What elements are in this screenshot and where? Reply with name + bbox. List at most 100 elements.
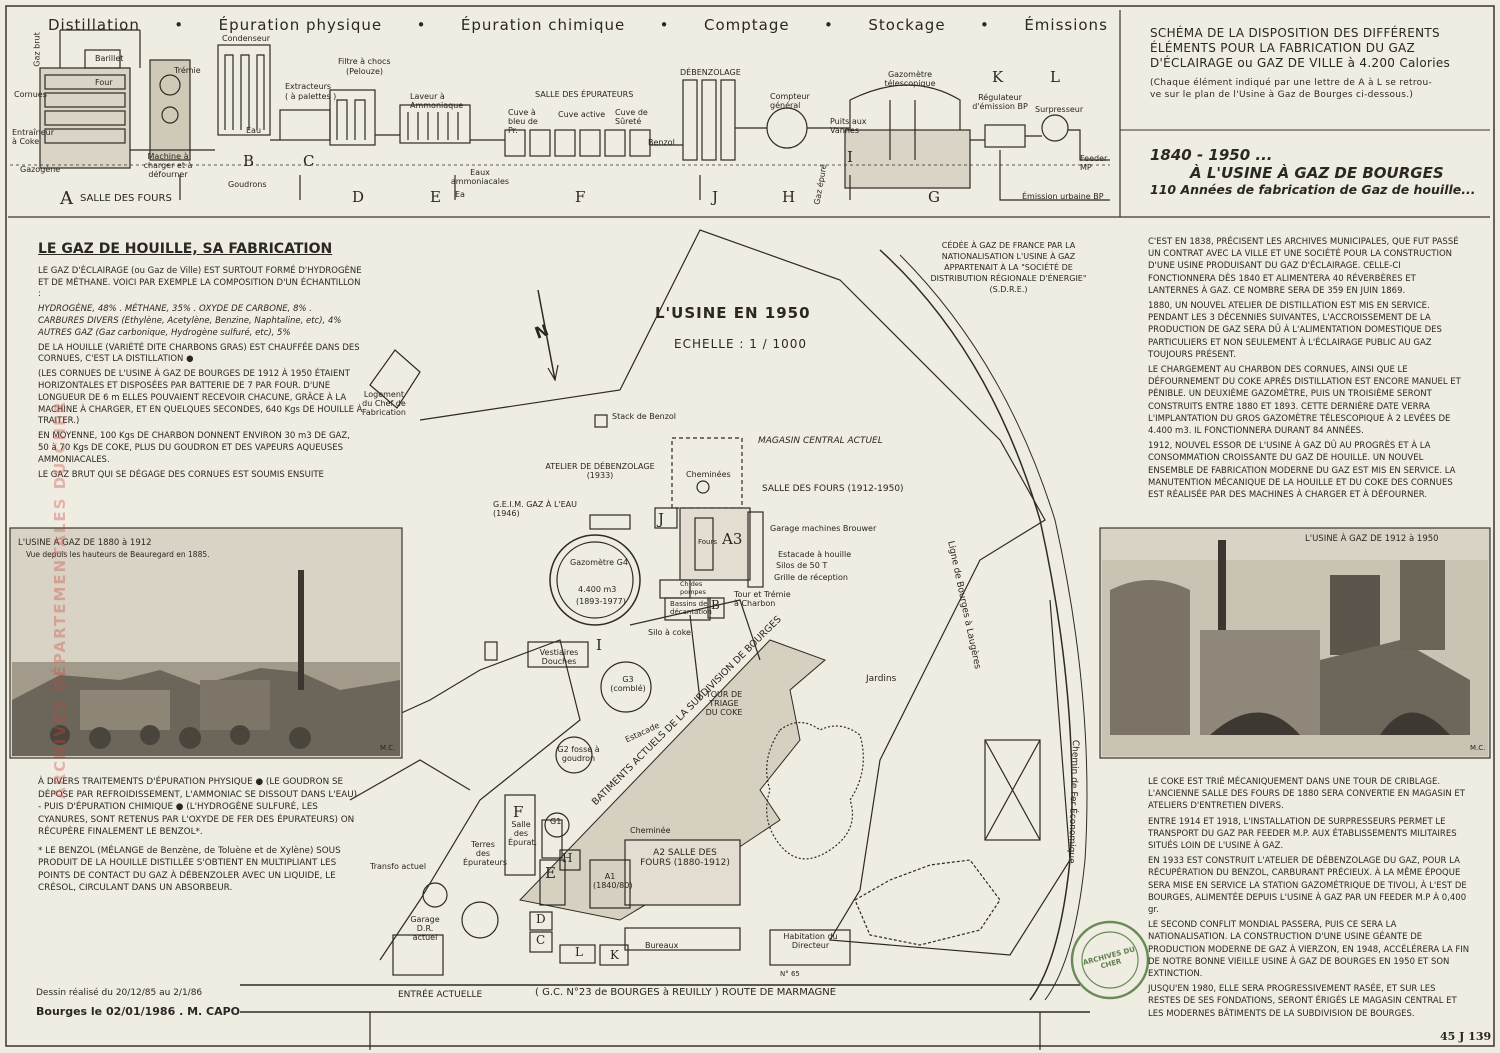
letter-j: J xyxy=(712,188,719,206)
left-image-caption: L'USINE À GAZ DE 1880 à 1912 Vue depuis … xyxy=(18,537,398,561)
left-bottom-paragraph: À DIVERS TRAITEMENTS D'ÉPURATION PHYSIQU… xyxy=(38,777,358,837)
label-cuve-bleu: Cuve à bleu de Pr. xyxy=(508,108,538,135)
site-plan xyxy=(240,229,1090,1050)
right-bottom-paragraph: ENTRE 1914 ET 1918, L'INSTALLATION DE SU… xyxy=(1148,816,1457,852)
letter-d: D xyxy=(352,188,365,206)
label-g2: G2 fosse à goudron xyxy=(557,745,600,763)
step-epuration-chimique: Épuration chimique xyxy=(460,16,626,34)
label-extracteurs: Extracteurs xyxy=(285,82,332,91)
label-cheminees: Cheminées xyxy=(686,470,731,479)
letter-e: E xyxy=(430,188,441,206)
label-garage-dr: Garage D.R. actuel xyxy=(410,915,440,942)
label-tour-triage: TOUR DE TRIAGE DU COKE xyxy=(705,690,743,717)
label-cornues: Cornues xyxy=(14,90,47,99)
letter-f: F xyxy=(575,188,586,206)
letter-k: K xyxy=(992,68,1004,86)
label-road: ( G.C. N°23 de BOURGES à REUILLY ) ROUTE… xyxy=(535,987,837,998)
label-eau: Eau xyxy=(246,126,262,135)
left-paragraph: EN MOYENNE, 100 Kgs DE CHARBON DONNENT E… xyxy=(38,431,350,465)
label-a-palettes: ( à palettes ) xyxy=(285,92,337,101)
map-letter-f: F xyxy=(513,803,524,821)
label-g4-years: (1893-1977) xyxy=(576,597,626,606)
label-g4-volume: 4.400 m3 xyxy=(578,585,617,594)
label-compteur: Compteur général xyxy=(770,92,810,110)
label-tremie: Trémie xyxy=(174,66,201,75)
label-a2: A2 SALLE DES FOURS (1880-1912) xyxy=(640,848,730,868)
label-benzol: Benzol xyxy=(648,138,675,147)
label-machine: Machine à charger et à défourner xyxy=(143,152,193,179)
label-filtre: Filtre à chocs xyxy=(338,57,391,66)
map-title: L'USINE EN 1950 xyxy=(655,304,811,322)
letter-h: H xyxy=(782,188,796,206)
left-text-column: LE GAZ DE HOUILLE, SA FABRICATION LE GAZ… xyxy=(38,241,363,484)
title-note-1: (Chaque élément indiqué par une lettre d… xyxy=(1150,78,1433,88)
label-habitation: Habitation du Directeur xyxy=(783,932,838,950)
label-pelouze: (Pelouze) xyxy=(346,67,384,76)
step-separator: • xyxy=(659,16,670,34)
label-goudrons: Goudrons xyxy=(228,180,267,189)
label-magasin: MAGASIN CENTRAL ACTUEL xyxy=(758,436,883,446)
left-paragraph: LE GAZ BRUT QUI SE DÉGAGE DES CORNUES ES… xyxy=(38,469,324,480)
label-feeder: Feeder MP xyxy=(1080,154,1108,172)
title-line-1: SCHÉMA DE LA DISPOSITION DES DIFFÉRENTS xyxy=(1150,26,1440,40)
label-regulateur: Régulateur d'émission BP xyxy=(972,93,1028,111)
label-n65: N° 65 xyxy=(780,970,800,978)
right-bottom-paragraph: LE COKE EST TRIÉ MÉCANIQUEMENT DANS UNE … xyxy=(1148,777,1465,812)
label-puits: Puits aux Vannes xyxy=(830,117,867,135)
map-letter-a3: A3 xyxy=(722,530,743,548)
label-fours: Fours xyxy=(698,538,718,546)
process-bar: Distillation • Épuration physique • Épur… xyxy=(48,16,1108,34)
left-image-subtitle: Vue depuis les hauteurs de Beauregard en… xyxy=(26,550,210,559)
label-g1: G1 xyxy=(550,817,562,826)
label-ch-pompes: Ch des pompes xyxy=(680,580,706,596)
watermark: ARCHIVES DÉPARTEMENTALES DU CHER xyxy=(51,400,69,799)
letter-l: L xyxy=(1050,68,1060,86)
process-schematic xyxy=(10,29,1110,201)
archive-cote: 45 J 139 xyxy=(1440,1030,1492,1043)
subtitle-block: 1840 - 1950 ... À L'USINE À GAZ DE BOURG… xyxy=(1150,146,1485,197)
map-letter-h: H xyxy=(562,851,573,865)
left-bottom-text: À DIVERS TRAITEMENTS D'ÉPURATION PHYSIQU… xyxy=(38,776,363,898)
label-salle-fours: SALLE DES FOURS xyxy=(80,193,172,204)
left-image-title: L'USINE À GAZ DE 1880 à 1912 xyxy=(18,538,152,548)
title-line-2: ÉLÉMENTS POUR LA FABRICATION DU GAZ xyxy=(1150,41,1416,55)
label-debenzolage: DÉBENZOLAGE xyxy=(680,68,741,77)
map-letter-c: C xyxy=(536,933,546,947)
letter-i: I xyxy=(847,148,853,166)
map-letter-b: B xyxy=(711,598,720,612)
step-separator: • xyxy=(824,16,834,34)
right-bottom-paragraph: JUSQU'EN 1980, ELLE SERA PROGRESSIVEMENT… xyxy=(1148,984,1457,1019)
right-image-signature: M.C. xyxy=(1470,744,1486,752)
label-gazometre: Gazomètre télescopique xyxy=(884,70,936,88)
step-epuration-physique: Épuration physique xyxy=(218,16,383,34)
letter-b: B xyxy=(243,152,255,170)
left-paragraph: (LES CORNUES DE L'USINE À GAZ DE BOURGES… xyxy=(38,369,363,427)
label-salle-epurateurs: SALLE DES ÉPURATEURS xyxy=(535,90,634,99)
label-stack-benzol: Stack de Benzol xyxy=(612,412,677,421)
title-block: SCHÉMA DE LA DISPOSITION DES DIFFÉRENTS … xyxy=(1150,26,1480,101)
label-grille: Grille de réception xyxy=(774,573,848,582)
label-a1: A1 (1840/80) xyxy=(593,872,633,890)
archive-stamp xyxy=(1070,920,1150,1000)
left-paragraph: LE GAZ D'ÉCLAIRAGE (ou Gaz de Ville) EST… xyxy=(38,265,362,300)
map-letter-k: K xyxy=(610,948,619,962)
subtitle-tagline: 110 Années de fabrication de Gaz de houi… xyxy=(1150,182,1476,197)
label-cuve-active: Cuve active xyxy=(558,110,606,119)
label-laveur: Laveur à Ammoniaque xyxy=(410,92,464,110)
engraving-1912 xyxy=(1102,540,1488,756)
label-condenseur: Condenseur xyxy=(222,34,271,43)
label-silo-coke: Silo à coke xyxy=(648,628,691,637)
label-geim: G.E.I.M. GAZ À L'EAU (1946) xyxy=(493,500,577,518)
right-paragraph: C'EST EN 1838, PRÉCISENT LES ARCHIVES MU… xyxy=(1148,237,1459,296)
step-emissions: Émissions xyxy=(1024,16,1108,34)
left-heading: LE GAZ DE HOUILLE, SA FABRICATION xyxy=(38,241,333,257)
label-ea: Ea xyxy=(455,190,465,199)
label-tour-tremie: Tour et Trémie à Charbon xyxy=(734,590,791,608)
label-entraineur: Entraîneur à Coke xyxy=(12,128,55,146)
label-salle-f: Salle des Épurat. xyxy=(508,820,538,847)
step-separator: • xyxy=(980,16,990,34)
ceded-note: CÉDÉE À GAZ DE FRANCE PAR LA NATIONALISA… xyxy=(930,241,1087,294)
letter-c: C xyxy=(303,152,315,170)
